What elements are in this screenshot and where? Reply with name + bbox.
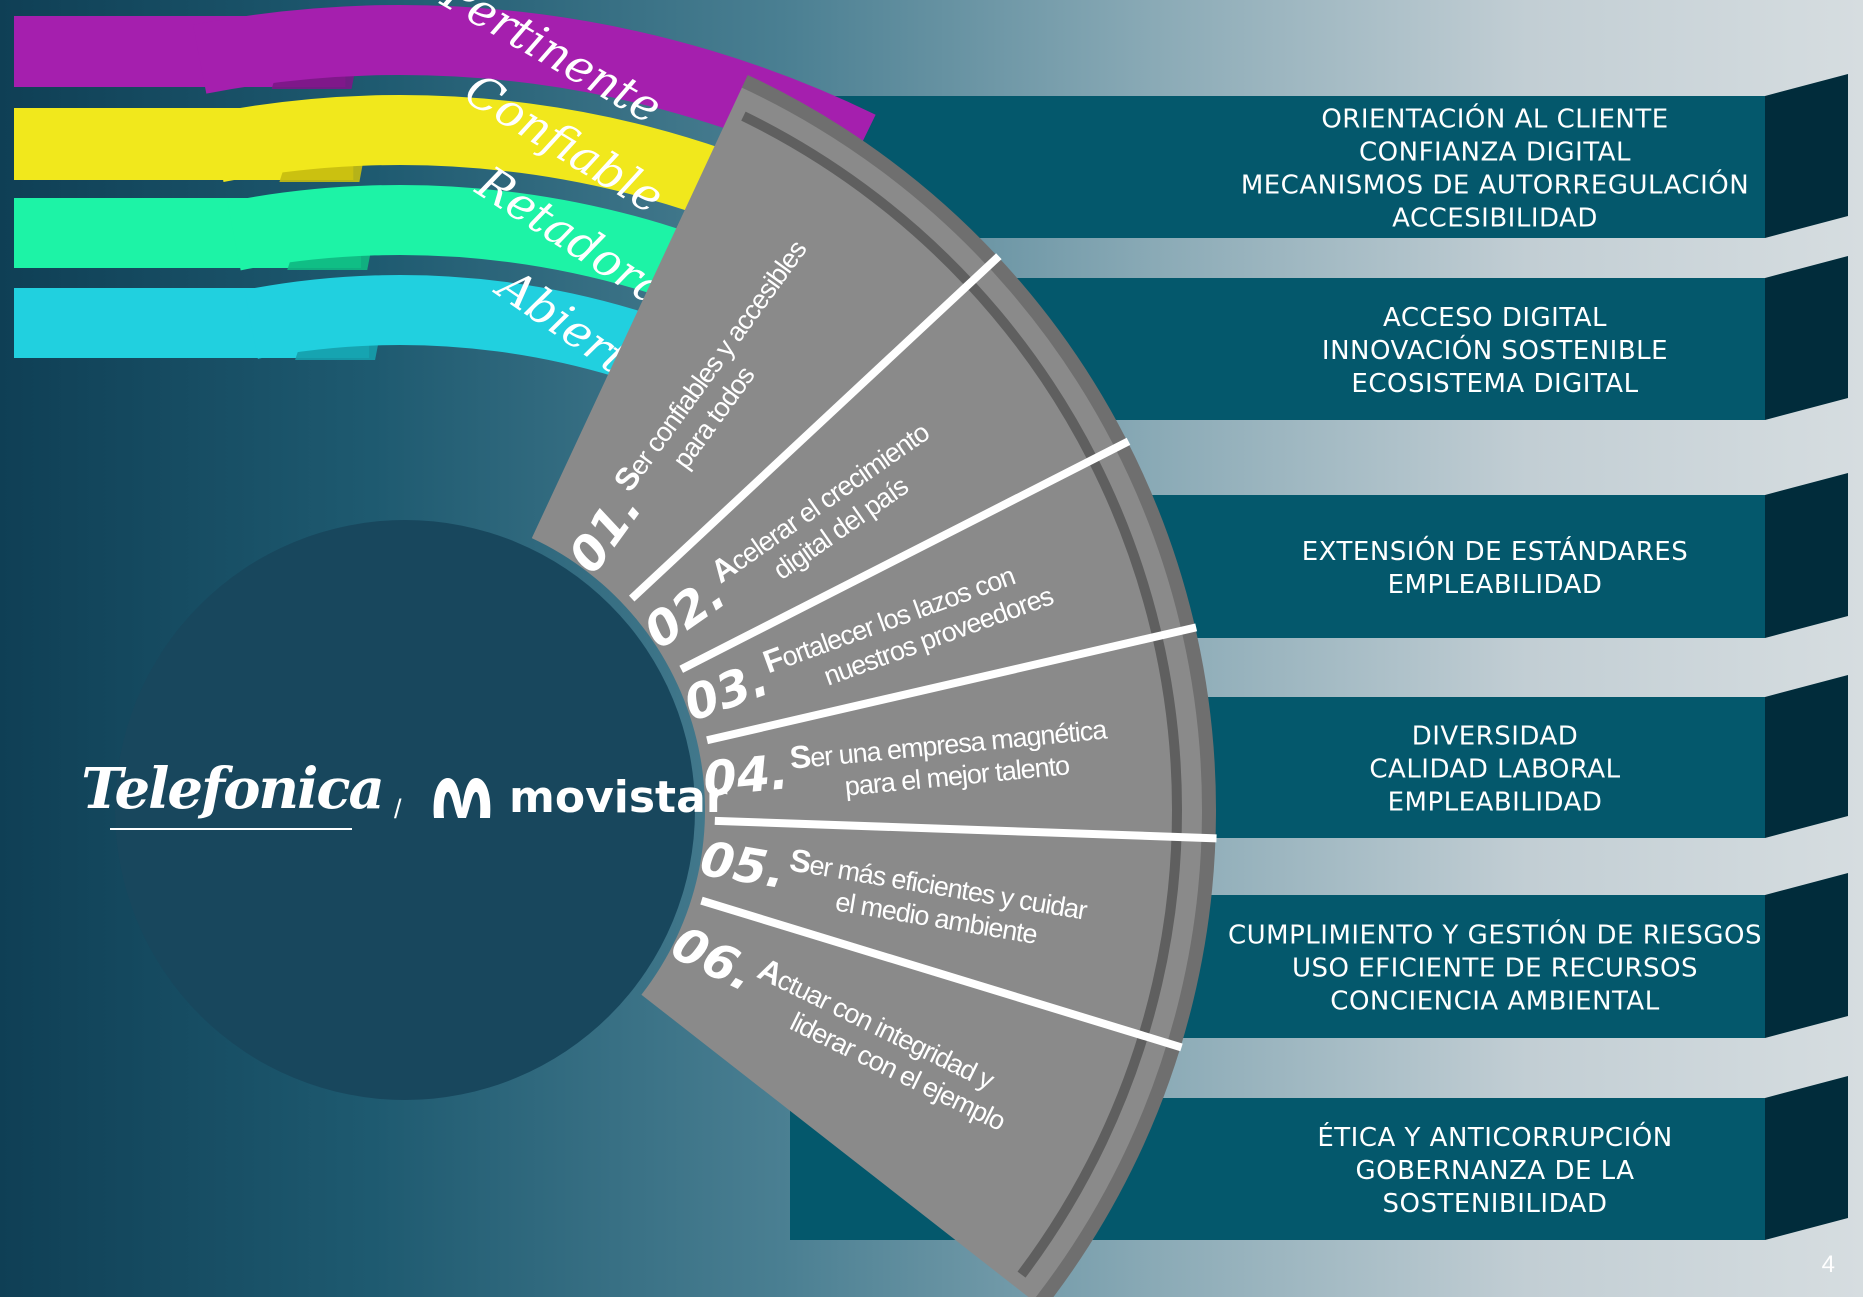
ribbon-text-line: ACCESO DIGITAL <box>1383 303 1607 333</box>
brand-hub: Telefonica / movistar <box>81 520 728 1100</box>
attribute-band <box>210 94 837 259</box>
ribbon-text-line: ORIENTACIÓN AL CLIENTE <box>1321 103 1668 135</box>
ribbon-text-line: EXTENSIÓN DE ESTÁNDARES <box>1302 535 1688 567</box>
ribbon-side <box>1765 675 1848 838</box>
fan-divider <box>714 816 1217 843</box>
hub-circle <box>115 520 695 1100</box>
ribbon-text-line: ECOSISTEMA DIGITAL <box>1351 369 1638 399</box>
ribbon-text-line: CUMPLIMIENTO Y GESTIÓN DE RIESGOS <box>1228 919 1762 951</box>
page-number: 4 <box>1821 1251 1835 1278</box>
movistar-m-icon <box>433 778 491 818</box>
fan-divider <box>706 623 1198 745</box>
movistar-wordmark: movistar <box>509 772 728 823</box>
fan-inner-rim <box>741 111 1182 1278</box>
ribbon-side <box>1765 256 1848 420</box>
ribbon-text-line: MECANISMOS DE AUTORREGULACIÓN <box>1241 169 1749 201</box>
ribbon-text-line: CONFIANZA DIGITAL <box>1359 138 1631 168</box>
ribbon-text-line: USO EFICIENTE DE RECURSOS <box>1292 954 1698 984</box>
brand-separator: / <box>394 794 402 824</box>
goal-number: 04. <box>701 744 791 808</box>
ribbon-text-line: ÉTICA Y ANTICORRUPCIÓN <box>1317 1121 1672 1153</box>
ribbon-side <box>1765 473 1848 638</box>
ribbon-text-line: EMPLEABILIDAD <box>1388 570 1603 600</box>
goal-initial: S <box>788 738 812 776</box>
ribbon-side <box>1765 1076 1848 1240</box>
ribbon-text-line: SOSTENIBILIDAD <box>1383 1189 1608 1219</box>
ribbon-text-line: CONCIENCIA AMBIENTAL <box>1330 987 1659 1017</box>
fan-divider <box>700 896 1183 1052</box>
ribbon-text-line: CALIDAD LABORAL <box>1369 755 1620 785</box>
fan-outer-rim <box>741 74 1216 1297</box>
ribbon-text-line: INNOVACIÓN SOSTENIBLE <box>1322 334 1668 366</box>
attribute-band <box>227 184 797 340</box>
attribute-band <box>192 4 876 178</box>
goal-number: 05. <box>696 831 789 900</box>
fan-divider <box>679 437 1131 673</box>
ribbon-text-line: GOBERNANZA DE LA <box>1355 1156 1634 1186</box>
fan-divider <box>628 253 1002 602</box>
ribbon-side <box>1765 74 1848 238</box>
attribute-band <box>244 275 758 421</box>
ribbon-text-line: EMPLEABILIDAD <box>1388 788 1603 818</box>
fan-face <box>531 84 1205 1297</box>
telefonica-logo: Telefonica <box>81 756 383 822</box>
ribbon-side <box>1765 873 1848 1038</box>
ribbon-text-line: DIVERSIDAD <box>1412 722 1579 752</box>
ribbon-text-line: ACCESIBILIDAD <box>1392 204 1598 234</box>
